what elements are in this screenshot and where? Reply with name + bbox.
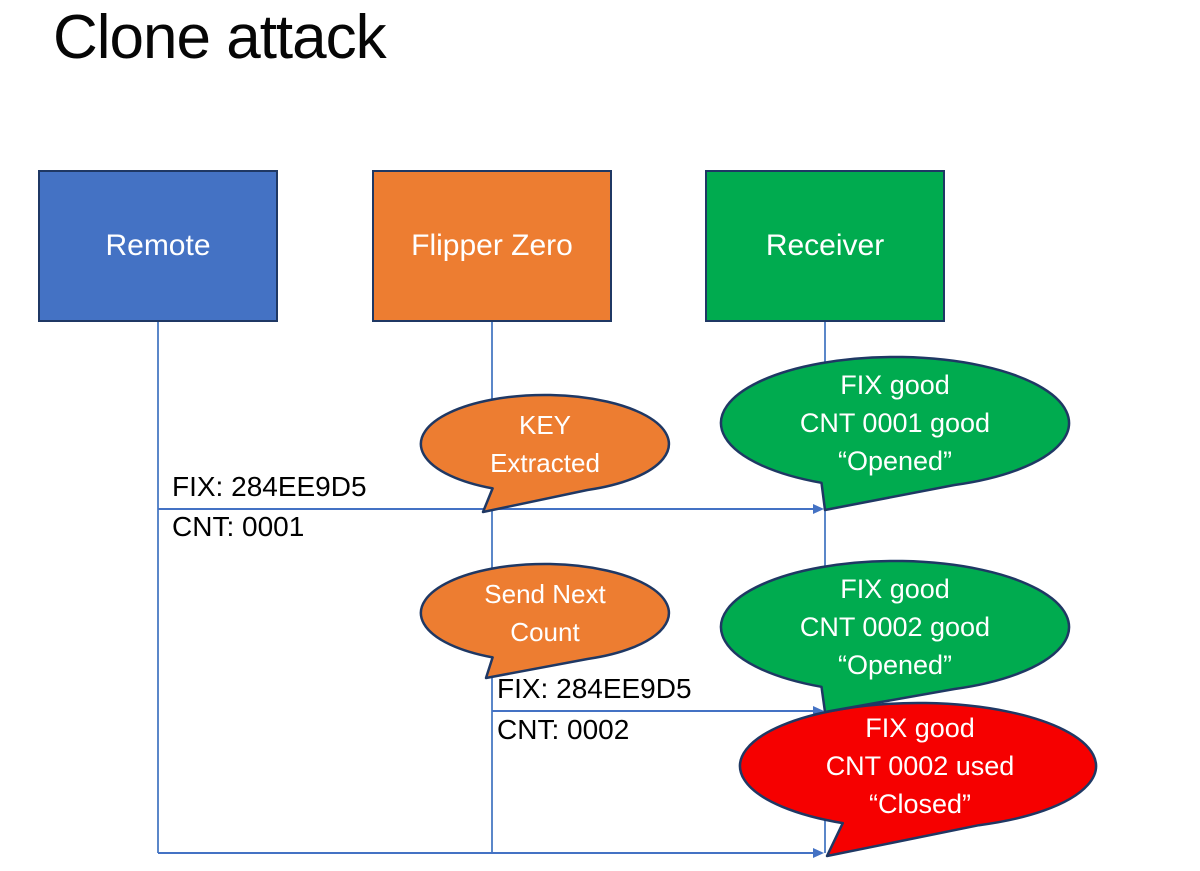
callout-text-line: CNT 0002 good: [799, 612, 991, 642]
slide-title: Clone attack: [53, 3, 387, 72]
callout-text-line: CNT 0002 used: [825, 751, 1015, 781]
message1-fix-label: FIX: 284EE9D5: [172, 471, 367, 502]
callout-send-next-count: Send Next Count: [415, 559, 675, 689]
message2-fix-label: FIX: 284EE9D5: [497, 673, 692, 704]
callout-text-line: FIX good: [865, 713, 975, 743]
actor-box-remote: Remote: [38, 170, 278, 322]
callout-text-line: Extracted: [490, 448, 600, 478]
speech-bubble-icon: [719, 355, 1071, 512]
message-arrow-remote-to-receiver-2: [158, 848, 824, 857]
callout-text-line: FIX good: [840, 574, 950, 604]
actor-box-flipper-zero: Flipper Zero: [372, 170, 612, 322]
message1-cnt-label: CNT: 0001: [172, 511, 305, 542]
callout-text-line: “Opened”: [837, 650, 953, 680]
speech-bubble-icon: [419, 562, 671, 680]
speech-bubble-icon: [419, 393, 671, 514]
callout-text-line: Count: [510, 617, 580, 647]
speech-bubble-icon: [738, 701, 1098, 858]
callout-text-line: CNT 0001 good: [799, 408, 991, 438]
actor-box-receiver: Receiver: [705, 170, 945, 322]
callout-text-line: FIX good: [840, 370, 950, 400]
message2-cnt-label: CNT: 0002: [497, 714, 630, 745]
callout-text-line: KEY: [518, 410, 572, 440]
actor-label-receiver: Receiver: [765, 229, 885, 262]
callout-text-line: Send Next: [484, 579, 606, 609]
callout-opened-0001: FIX good CNT 0001 good “Opened”: [715, 351, 1075, 516]
lifeline-remote: [157, 322, 159, 853]
message-arrow-flipper-to-receiver: [492, 706, 824, 715]
callout-text-line: “Closed”: [868, 789, 972, 819]
callout-opened-0002: FIX good CNT 0002 good “Opened”: [715, 555, 1075, 720]
actor-label-flipper-zero: Flipper Zero: [411, 229, 573, 262]
actor-label-remote: Remote: [105, 229, 211, 262]
callout-text-line: “Opened”: [837, 446, 953, 476]
speech-bubble-icon: [719, 559, 1071, 714]
callout-key-extracted: KEY Extracted: [415, 390, 675, 520]
callout-closed-0002: FIX good CNT 0002 used “Closed”: [735, 697, 1105, 862]
